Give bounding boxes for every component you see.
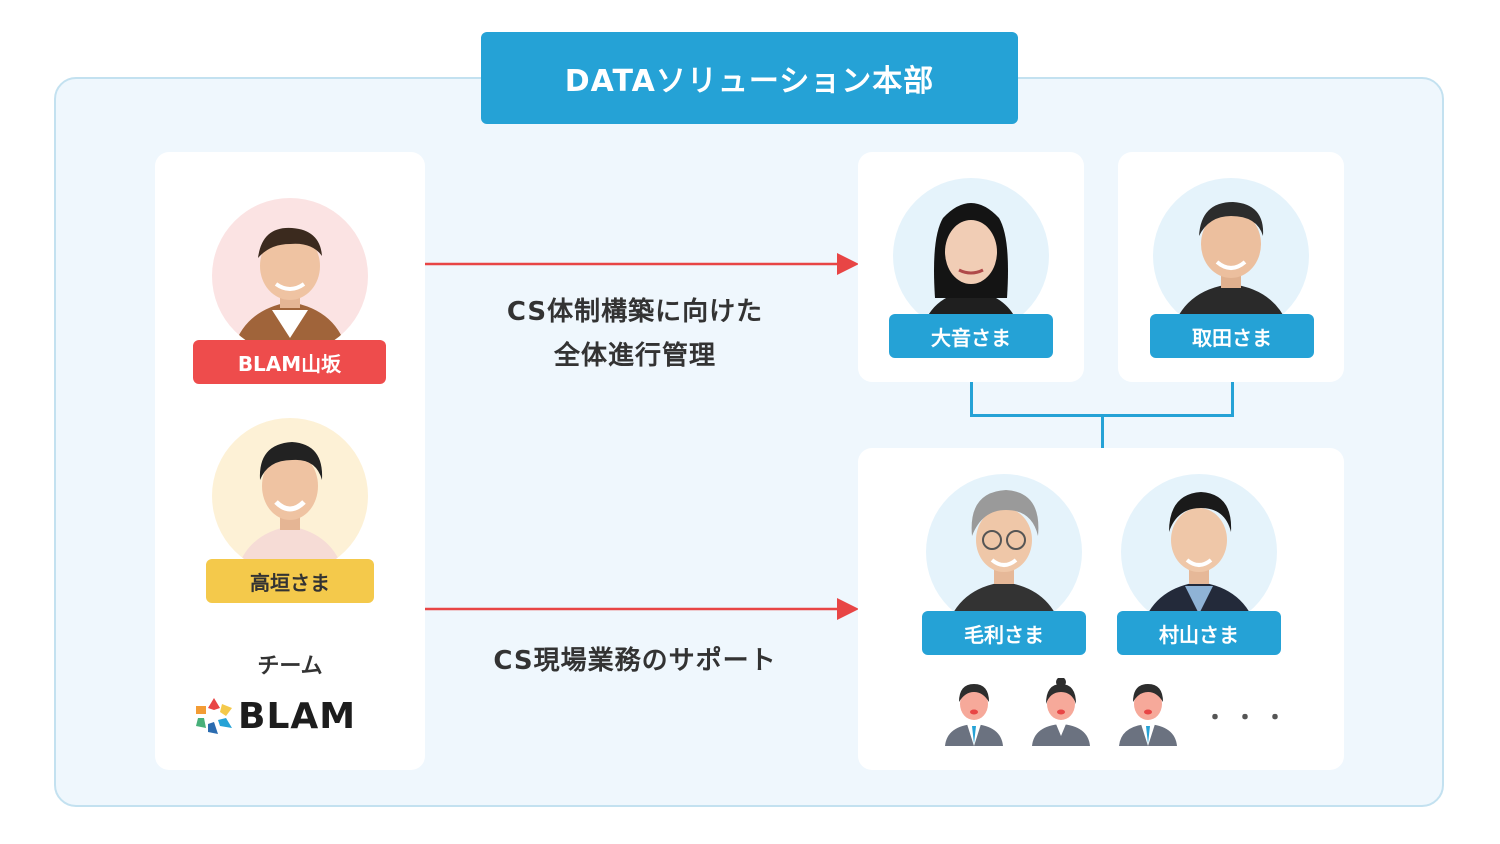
- member-tag-takagaki: 高垣さま: [206, 559, 374, 603]
- staff-person-icon: [1032, 678, 1090, 746]
- arrow-to-managers: [425, 253, 859, 275]
- more-staff-ellipsis: ・・・: [1204, 706, 1295, 731]
- staff-person-icon: [945, 684, 1003, 746]
- relation-label-support: CS現場業務のサポート: [493, 646, 777, 676]
- blam-logo-text: BLAM: [238, 695, 357, 737]
- staff-person-icon: [1119, 684, 1177, 746]
- avatar-takagaki: [212, 418, 368, 574]
- person-photo-icon: [921, 203, 1021, 334]
- relation-label-line2: 全体進行管理: [553, 341, 716, 371]
- manager-tag-oto: 大音さま: [889, 314, 1053, 358]
- connector-left-vertical: [970, 382, 973, 416]
- person-photo-icon: [236, 442, 344, 574]
- member-tag-yamasaka: BLAM山坂: [193, 340, 386, 384]
- arrow-to-staff: [425, 598, 859, 620]
- staff-card: [858, 448, 1344, 770]
- avatar-mouri: [926, 474, 1082, 630]
- department-title: DATAソリューション本部: [481, 32, 1018, 124]
- connector-right-vertical: [1231, 382, 1234, 416]
- avatar-murayama: [1121, 474, 1277, 630]
- avatar-oto: [893, 178, 1049, 334]
- person-photo-icon: [946, 490, 1062, 630]
- relation-label-management: CS体制構築に向けた 全体進行管理: [425, 290, 845, 378]
- blam-logo: BLAM: [192, 695, 384, 737]
- avatar-torita: [1153, 178, 1309, 334]
- person-photo-icon: [1141, 492, 1257, 630]
- staff-tag-mouri: 毛利さま: [922, 611, 1086, 655]
- connector-down: [1101, 414, 1104, 448]
- blam-logo-mark-icon: [196, 698, 232, 734]
- avatar-yamasaka: [212, 198, 368, 354]
- manager-tag-torita: 取田さま: [1150, 314, 1314, 358]
- person-photo-icon: [1171, 202, 1291, 334]
- staff-tag-murayama: 村山さま: [1117, 611, 1281, 655]
- person-photo-icon: [232, 227, 348, 354]
- relation-label-line1: CS体制構築に向けた: [506, 297, 764, 327]
- team-label: チーム: [257, 654, 323, 679]
